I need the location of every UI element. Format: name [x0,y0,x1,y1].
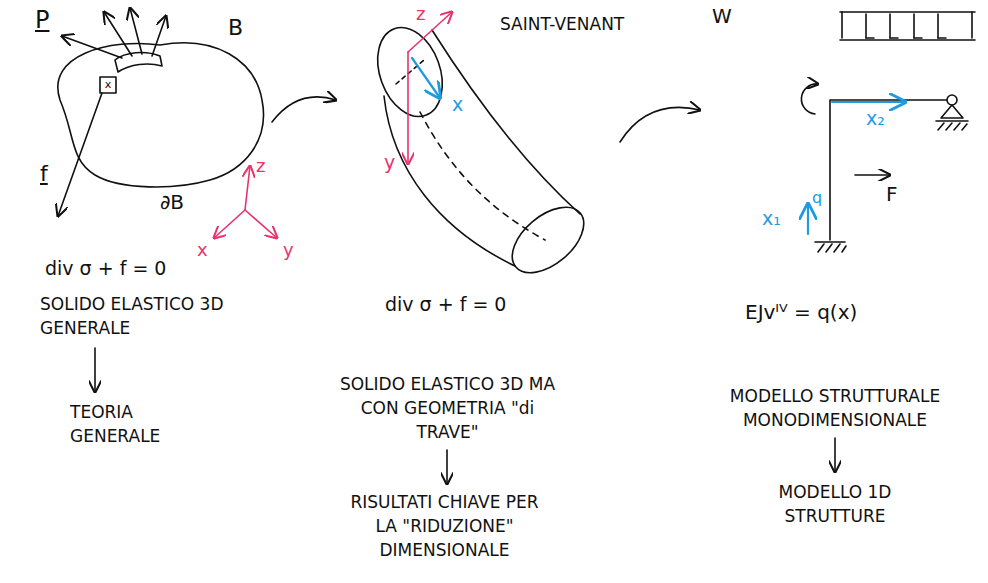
load-label: W [712,4,732,28]
axis-label: z [256,154,265,178]
force-label: P [35,8,49,32]
body-label: B [228,16,243,40]
axis-label: x [452,92,463,116]
panel-caption: SOLIDO ELASTICO 3D GENERALE [40,292,230,340]
equation: div σ + f = 0 [45,256,166,280]
panel-title: SAINT-VENANT [500,12,624,36]
equation: div σ + f = 0 [385,292,506,316]
panel-caption: MODELLO STRUTTURALE MONODIMENSIONALE [710,384,960,432]
boundary-label: ∂B [160,190,184,214]
force-label: f [40,162,48,186]
panel-caption: SOLIDO ELASTICO 3D MA CON GEOMETRIA "di … [335,372,560,444]
axis-label: x₁ [762,206,781,230]
axis-label: z [416,2,425,26]
axis-label: y [283,238,294,262]
force-label: F [886,182,898,206]
point-label: x [100,77,116,93]
load-label: q [812,186,822,210]
axis-label: x [197,238,208,262]
equation: EJvᴵⱽ = q(x) [745,300,857,324]
axis-label: x₂ [866,106,885,130]
axis-label: y [384,150,395,174]
panel-result: MODELLO 1D STRUTTURE [760,480,910,528]
panel-result: RISULTATI CHIAVE PER LA "RIDUZIONE" DIME… [342,490,547,562]
panel-result: TEORIA GENERALE [70,400,190,448]
